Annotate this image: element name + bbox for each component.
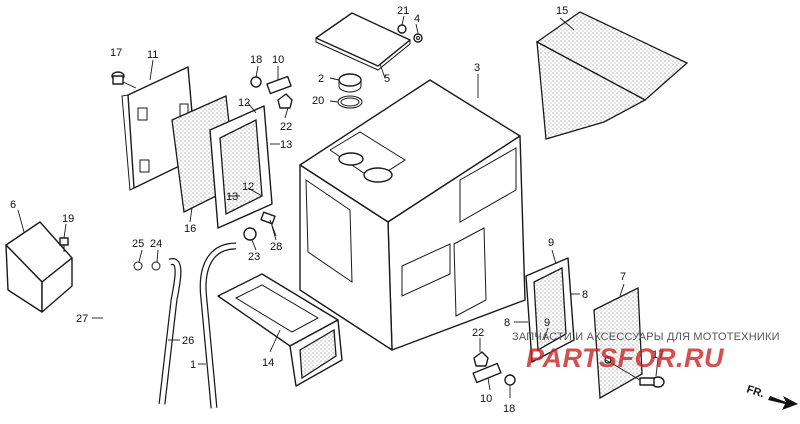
callout-2: 2	[318, 73, 324, 85]
callout-4: 4	[414, 13, 420, 25]
latch-hardware-top	[250, 75, 293, 109]
top-cover	[535, 11, 689, 140]
callout-12: 12	[242, 181, 254, 193]
watermark-logo: PARTSFOR.RU	[526, 343, 725, 373]
callout-labels: 21 4 15 17 11 18 10 2 5 3 20 12 22 13 12…	[10, 5, 664, 415]
callout-11: 11	[147, 49, 158, 61]
callout-14: 14	[262, 357, 274, 369]
callout-12: 12	[238, 97, 250, 109]
callout-23: 23	[248, 251, 260, 263]
callout-1: 1	[190, 359, 196, 371]
main-housing	[299, 79, 526, 351]
cover-knob	[111, 71, 137, 89]
filler-cap	[338, 73, 362, 93]
bracket	[5, 221, 73, 313]
bracket-bolt	[59, 237, 69, 252]
callout-18: 18	[250, 54, 262, 66]
callout-7: 7	[620, 271, 626, 283]
callout-22: 22	[280, 121, 292, 133]
hose-clips	[133, 261, 161, 271]
callout-13: 13	[226, 191, 238, 203]
callout-16: 16	[184, 223, 196, 235]
callout-21: 21	[397, 5, 409, 17]
front-direction-label: FR.	[745, 383, 766, 400]
callout-17: 17	[652, 349, 664, 361]
callout-8: 8	[582, 289, 588, 301]
callout-25: 25	[132, 238, 144, 250]
callout-15: 15	[556, 5, 568, 17]
latch-hardware-bottom	[472, 351, 516, 386]
callout-8: 8	[504, 317, 510, 329]
seal-frame-right	[525, 257, 575, 363]
cover-knob-right	[639, 376, 665, 388]
callout-20: 20	[312, 95, 324, 107]
hose-clamp	[243, 211, 277, 241]
watermark-caption: ЗАПЧАСТИ И АКСЕССУАРЫ ДЛЯ МОТОТЕХНИКИ	[512, 331, 780, 343]
callout-17: 17	[110, 47, 122, 59]
base-tray	[217, 273, 343, 387]
callout-10: 10	[480, 393, 492, 405]
callout-13: 13	[280, 139, 292, 151]
hose-26	[158, 258, 182, 405]
callout-5: 5	[384, 73, 390, 85]
callout-10: 10	[272, 54, 284, 66]
arrow-right-icon	[768, 396, 798, 410]
leader-lines	[17, 15, 659, 398]
front-direction-indicator: FR.	[745, 383, 798, 410]
callout-9: 9	[548, 237, 554, 249]
callout-28: 28	[270, 241, 282, 253]
callout-6: 6	[10, 199, 16, 211]
callout-3: 3	[474, 62, 480, 74]
callout-26: 26	[182, 335, 194, 347]
hose-27	[101, 256, 130, 405]
seal-ring	[337, 95, 363, 109]
callout-22: 22	[472, 327, 484, 339]
callout-27: 27	[76, 313, 88, 325]
callout-24: 24	[150, 238, 162, 250]
callout-9: 9	[544, 317, 550, 329]
side-cover-right	[593, 286, 643, 400]
callout-19: 19	[62, 213, 74, 225]
lid-panel	[315, 12, 411, 71]
callout-18: 18	[503, 403, 515, 415]
hose-1	[199, 242, 237, 409]
